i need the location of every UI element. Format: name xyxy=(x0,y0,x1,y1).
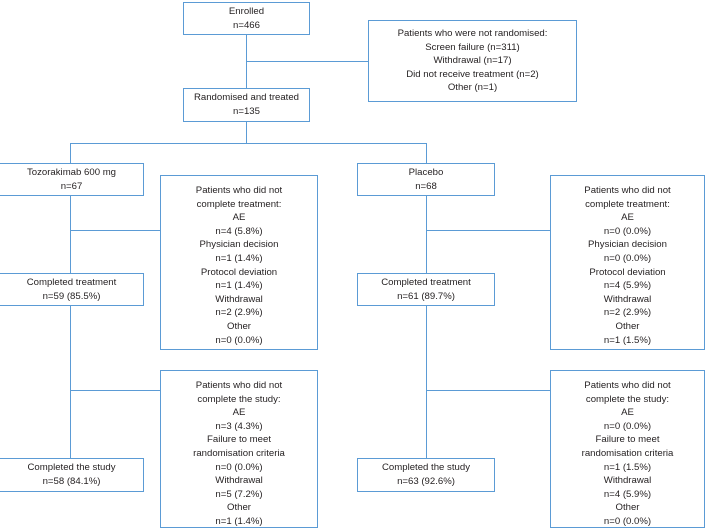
completed-treatment-right-count: n=61 (89.7%) xyxy=(397,290,455,302)
ncs-left-ae-label: AE xyxy=(232,407,246,419)
completed-treatment-right-label: Completed treatment xyxy=(381,276,471,288)
arm-left-label: Tozorakimab 600 mg xyxy=(26,166,117,178)
ncs-left-failure-label-2: randomisation criteria xyxy=(193,447,285,459)
ncs-left-withdrawal-value: n=5 (7.2%) xyxy=(215,488,263,500)
nct-right-ae-label: AE xyxy=(621,212,634,224)
ncs-left-failure-label-1: Failure to meet xyxy=(207,434,271,446)
node-enrolled-count: n=466 xyxy=(233,19,260,31)
nct-right-physician-label: Physician decision xyxy=(588,239,667,251)
arm-left-count: n=67 xyxy=(60,180,83,192)
node-completed-study-right[interactable]: Completed the study n=63 (92.6%) xyxy=(357,458,495,492)
connector-split-to-arm-left xyxy=(70,143,71,163)
connector-completed-treatment-right-to-study xyxy=(426,306,427,458)
not-randomised-heading: Patients who were not randomised: xyxy=(397,28,548,40)
ncs-left-ae-value: n=3 (4.3%) xyxy=(215,420,263,432)
nct-right-heading-2: complete treatment: xyxy=(585,198,670,210)
node-arm-tozorakimab[interactable]: Tozorakimab 600 mg n=67 xyxy=(0,163,144,196)
randomised-count: n=135 xyxy=(233,106,260,117)
ncs-right-withdrawal-label: Withdrawal xyxy=(603,475,652,487)
connector-arm-right-to-completed-treatment xyxy=(426,196,427,273)
nct-left-ae-value: n=4 (5.8%) xyxy=(215,225,263,237)
connector-arm-right-to-not-complete-treatment xyxy=(426,230,550,231)
node-randomised-and-treated[interactable]: Randomised and treated n=135 xyxy=(183,88,310,122)
nct-left-physician-value: n=1 (1.4%) xyxy=(215,252,263,264)
connector-arm-left-to-completed-treatment xyxy=(70,196,71,273)
ncs-right-ae-label: AE xyxy=(621,407,634,419)
ncs-right-other-value: n=0 (0.0%) xyxy=(603,515,652,527)
ncs-left-heading-2: complete the study: xyxy=(197,393,281,405)
nct-right-protocol-label: Protocol deviation xyxy=(589,266,666,278)
nct-right-other-value: n=1 (1.5%) xyxy=(603,334,652,346)
nct-left-withdrawal-label: Withdrawal xyxy=(215,293,263,305)
ncs-right-failure-label-1: Failure to meet xyxy=(595,434,660,446)
nct-left-other-value: n=0 (0.0%) xyxy=(215,334,263,346)
nct-right-withdrawal-label: Withdrawal xyxy=(603,293,652,305)
nct-right-protocol-value: n=4 (5.9%) xyxy=(603,280,652,292)
nct-left-protocol-value: n=1 (1.4%) xyxy=(215,280,263,292)
not-randomised-withdrawal: Withdrawal (n=17) xyxy=(433,55,512,67)
nct-left-heading-1: Patients who did not xyxy=(195,185,283,196)
nct-left-ae-label: AE xyxy=(232,212,246,224)
nct-left-physician-label: Physician decision xyxy=(199,239,279,251)
connector-left-to-not-complete-study xyxy=(70,390,160,391)
nct-right-other-label: Other xyxy=(615,320,640,332)
completed-study-left-label: Completed the study xyxy=(27,462,116,474)
node-not-complete-treatment-right[interactable]: Patients who did not complete treatment:… xyxy=(550,175,705,350)
ncs-right-other-label: Other xyxy=(615,502,640,514)
nct-right-withdrawal-value: n=2 (2.9%) xyxy=(603,307,652,319)
ncs-left-failure-value: n=0 (0.0%) xyxy=(215,461,263,473)
node-enrolled-label: Enrolled xyxy=(228,5,265,17)
node-arm-placebo[interactable]: Placebo n=68 xyxy=(357,163,495,196)
not-randomised-other: Other (n=1) xyxy=(447,82,498,94)
node-not-complete-study-left[interactable]: Patients who did not complete the study:… xyxy=(160,370,318,528)
arm-right-count: n=68 xyxy=(415,180,437,192)
nct-left-protocol-label: Protocol deviation xyxy=(200,266,278,278)
completed-treatment-left-count: n=59 (85.5%) xyxy=(42,290,101,302)
node-not-complete-treatment-left[interactable]: Patients who did not complete treatment:… xyxy=(160,175,318,350)
ncs-right-withdrawal-value: n=4 (5.9%) xyxy=(603,488,652,500)
ncs-right-heading-2: complete the study: xyxy=(585,393,670,405)
not-randomised-no-treatment: Did not receive treatment (n=2) xyxy=(406,68,539,80)
ncs-right-failure-label-2: randomisation criteria xyxy=(581,447,674,459)
completed-study-right-label: Completed the study xyxy=(382,462,470,474)
nct-right-ae-value: n=0 (0.0%) xyxy=(603,225,652,237)
nct-left-other-label: Other xyxy=(227,320,251,332)
ncs-left-other-label: Other xyxy=(227,502,251,514)
not-randomised-screen-failure: Screen failure (n=311) xyxy=(425,41,520,53)
connector-enrolled-to-not-randomised xyxy=(246,61,368,62)
connector-randomised-split-bar xyxy=(70,143,426,144)
node-completed-treatment-right[interactable]: Completed treatment n=61 (89.7%) xyxy=(357,273,495,306)
node-completed-treatment-left[interactable]: Completed treatment n=59 (85.5%) xyxy=(0,273,144,306)
ncs-right-heading-1: Patients who did not xyxy=(584,380,671,391)
nct-left-withdrawal-value: n=2 (2.9%) xyxy=(215,307,263,319)
completed-treatment-left-label: Completed treatment xyxy=(26,276,117,288)
connector-completed-treatment-left-to-study xyxy=(70,306,71,458)
arm-right-label: Placebo xyxy=(408,166,444,178)
connector-arm-left-to-not-complete-treatment xyxy=(70,230,160,231)
node-completed-study-left[interactable]: Completed the study n=58 (84.1%) xyxy=(0,458,144,492)
nct-left-heading-2: complete treatment: xyxy=(196,198,282,210)
ncs-left-withdrawal-label: Withdrawal xyxy=(215,475,263,487)
ncs-left-other-value: n=1 (1.4%) xyxy=(215,515,263,527)
completed-study-left-count: n=58 (84.1%) xyxy=(42,476,101,487)
connector-randomised-stem xyxy=(246,122,247,143)
node-not-complete-study-right[interactable]: Patients who did not complete the study:… xyxy=(550,370,705,528)
completed-study-right-count: n=63 (92.6%) xyxy=(397,476,455,487)
ncs-left-heading-1: Patients who did not xyxy=(195,380,283,391)
node-not-randomised[interactable]: Patients who were not randomised: Screen… xyxy=(368,20,577,102)
nct-right-physician-value: n=0 (0.0%) xyxy=(603,252,652,264)
node-enrolled[interactable]: Enrolled n=466 xyxy=(183,2,310,35)
connector-split-to-arm-right xyxy=(426,143,427,163)
randomised-label: Randomised and treated xyxy=(193,92,300,104)
connector-right-to-not-complete-study xyxy=(426,390,550,391)
ncs-right-ae-value: n=0 (0.0%) xyxy=(603,420,652,432)
ncs-right-failure-value: n=1 (1.5%) xyxy=(603,461,652,473)
nct-right-heading-1: Patients who did not xyxy=(584,185,671,196)
